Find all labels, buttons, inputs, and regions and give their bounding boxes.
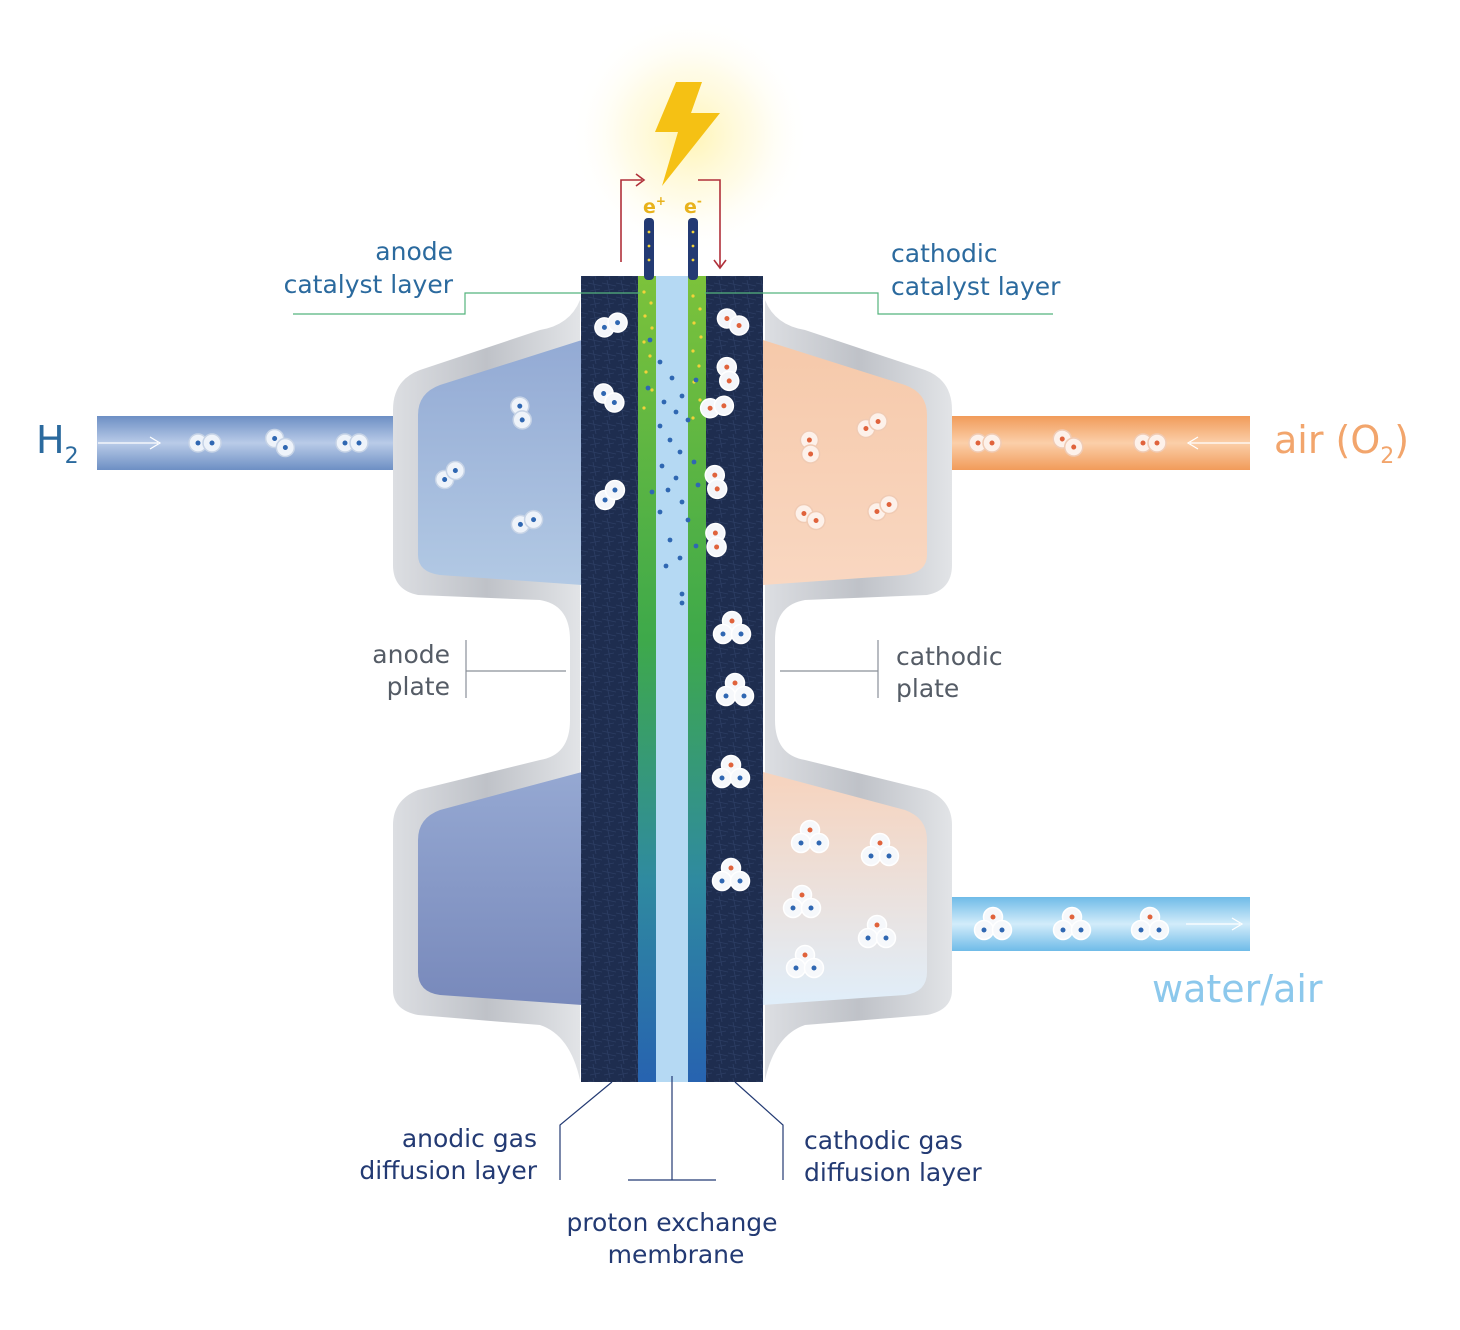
anode-catalyst-layer xyxy=(638,276,656,1082)
cathodic-channel-upper xyxy=(763,340,927,585)
pem-label-line2: membrane xyxy=(608,1240,745,1269)
anode-sign: + xyxy=(656,194,666,208)
cathodic-catalyst-layer xyxy=(688,276,706,1082)
svg-text:air (O2): air (O2) xyxy=(1274,418,1409,469)
cathodic-plate-label-line1: cathodic xyxy=(896,642,1003,671)
cathode-sign: - xyxy=(697,194,702,208)
hydrogen-subscript: 2 xyxy=(65,444,79,469)
cathodic-plate-label-line2: plate xyxy=(896,674,959,703)
proton-exchange-membrane xyxy=(656,276,688,1082)
anode-plate-label-line1: anode xyxy=(372,640,450,669)
cathodic-catalyst-label-line2: catalyst layer xyxy=(891,272,1061,301)
anode-channel-lower xyxy=(418,772,582,1005)
anode-plate-label-line2: plate xyxy=(387,672,450,701)
svg-text:H2: H2 xyxy=(36,418,79,469)
catalyst-particles xyxy=(642,290,703,420)
svg-text:e-: e- xyxy=(684,194,702,218)
svg-text:e+: e+ xyxy=(643,194,666,218)
air-label: air (O xyxy=(1274,418,1380,462)
anodic-gdl-label-line2: diffusion layer xyxy=(359,1156,537,1185)
lightning-bolt-icon xyxy=(655,82,720,186)
cathodic-gdl-label-line2: diffusion layer xyxy=(804,1158,982,1187)
water-air-label: water/air xyxy=(1152,967,1323,1011)
cathode-charge: e xyxy=(684,196,697,218)
leader-lines xyxy=(98,292,1250,1181)
air-close-paren: ) xyxy=(1394,418,1409,462)
protons xyxy=(645,337,701,606)
anode-catalyst-label-line2: catalyst layer xyxy=(284,270,454,299)
anode-charge: e xyxy=(643,196,656,218)
cathode-terminal xyxy=(688,218,698,280)
anode-catalyst-label-line1: anode xyxy=(375,237,453,266)
hydrogen-label: H xyxy=(36,418,65,462)
cathodic-gdl-label-line1: cathodic gas xyxy=(804,1126,963,1155)
electron-path-in xyxy=(698,179,721,268)
pem-label-line1: proton exchange xyxy=(566,1208,777,1237)
anode-terminal xyxy=(644,218,654,280)
air-subscript: 2 xyxy=(1380,444,1394,469)
cathodic-catalyst-label-line1: cathodic xyxy=(891,239,998,268)
electron-path-out xyxy=(620,179,642,262)
anodic-gdl-label-line1: anodic gas xyxy=(402,1124,537,1153)
